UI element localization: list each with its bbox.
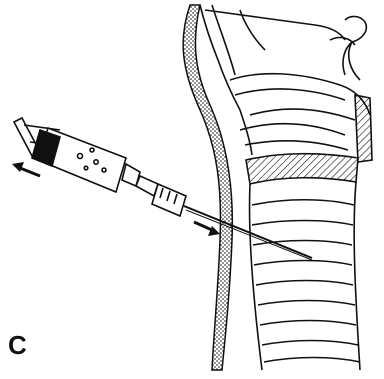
syringe-icon [14,118,186,216]
needle-icon [184,206,312,260]
arrow-left-icon [12,162,40,176]
panel-letter: C [8,332,27,358]
arrow-right-icon [194,222,220,236]
neck-skin-layer [183,5,232,370]
trachea-illustration [250,182,361,370]
